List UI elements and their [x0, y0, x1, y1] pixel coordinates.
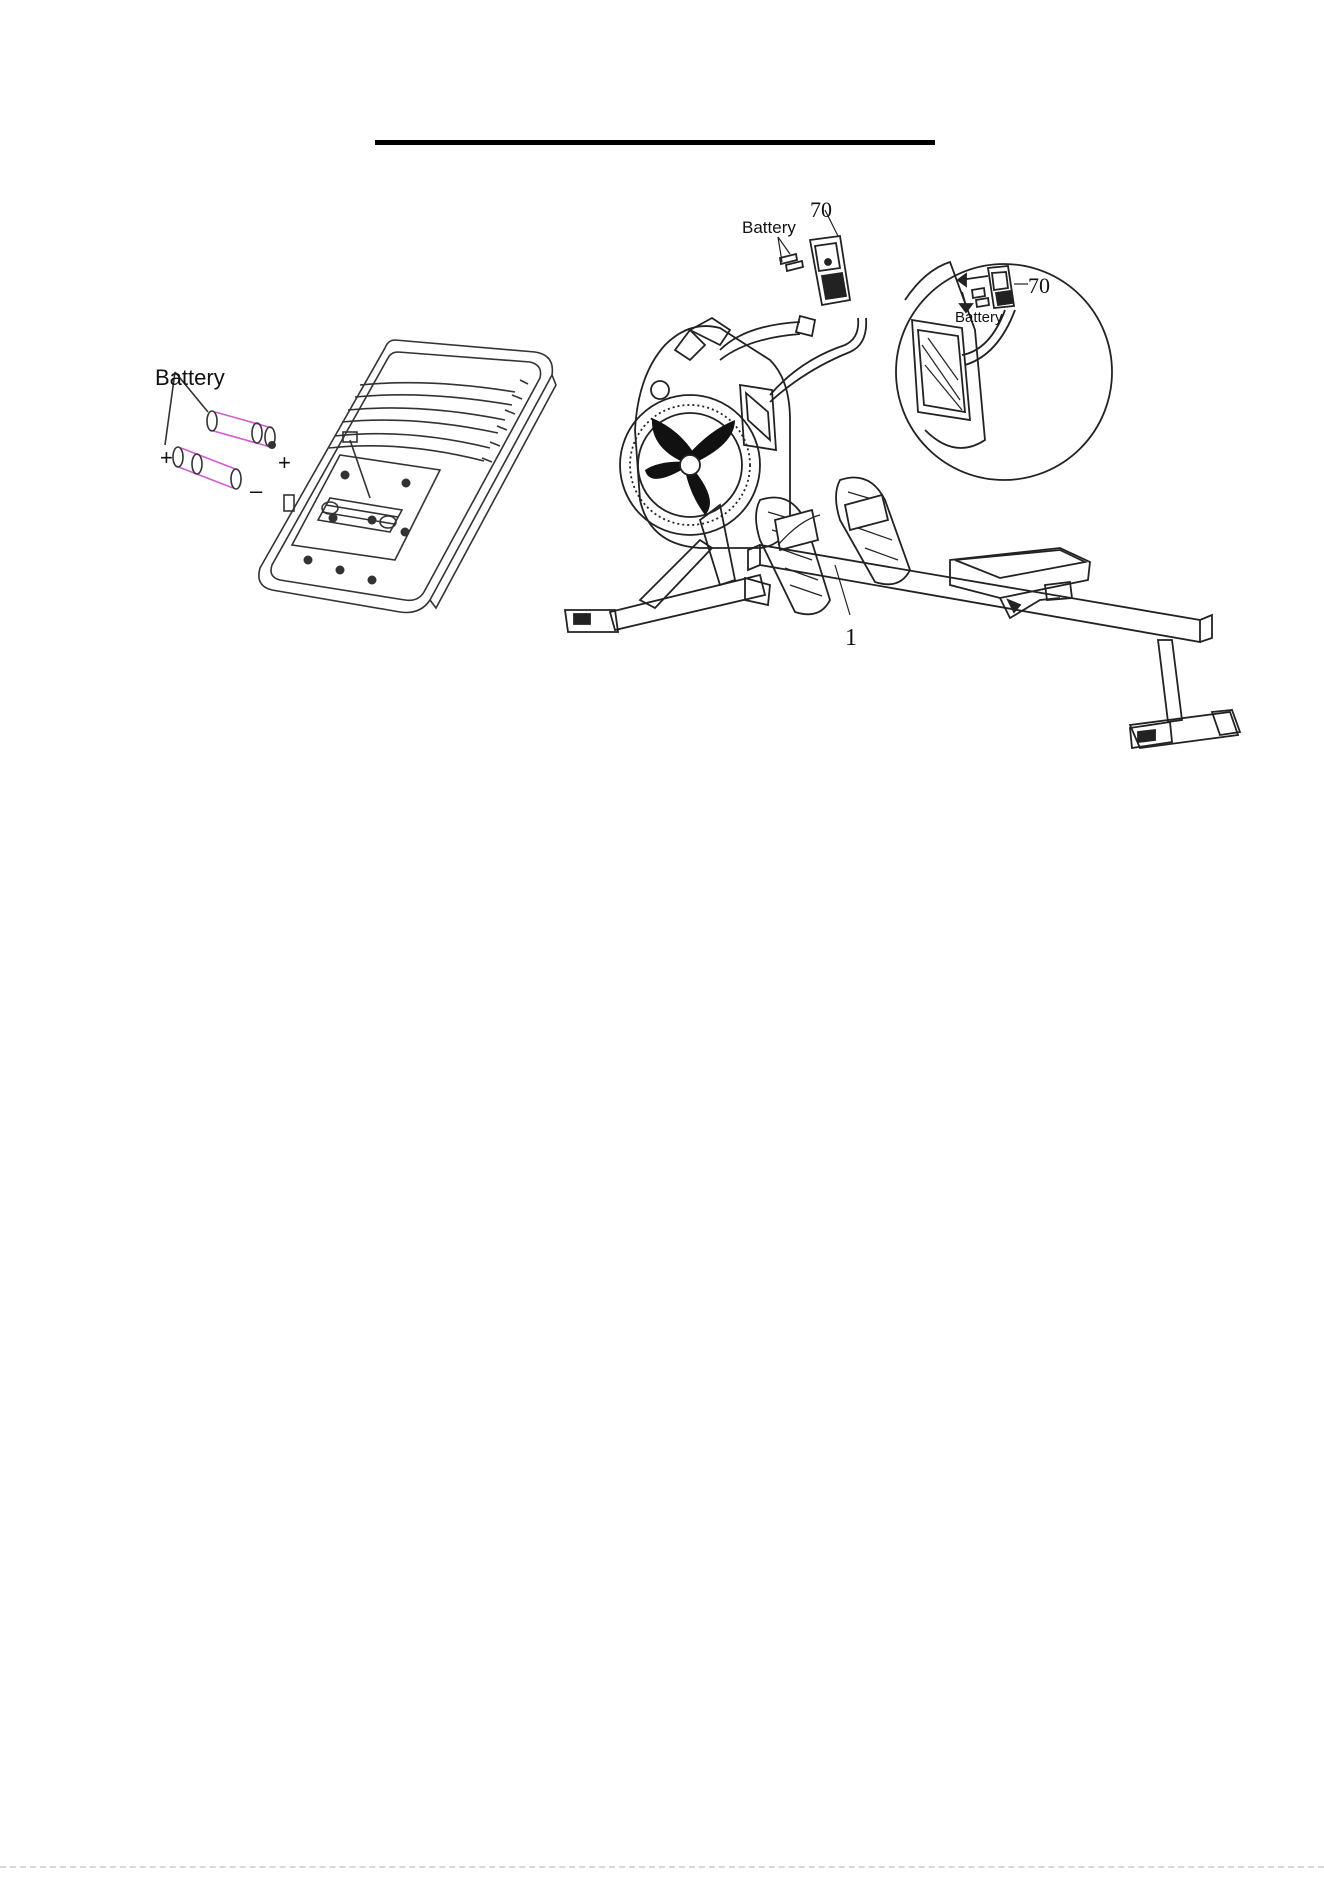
detail-arrowhead-left — [958, 274, 966, 286]
minus-sign-bottom: – — [250, 478, 263, 503]
front-leg-left — [640, 540, 712, 608]
front-foot-left-pad — [574, 614, 590, 624]
front-stabilizer-cap — [745, 578, 770, 605]
detail-part-number-console: 70 — [1028, 273, 1050, 298]
rowing-machine — [565, 210, 1240, 748]
detail-battery-2 — [976, 298, 989, 307]
console-rib-1b — [355, 395, 512, 405]
rear-foot-left-pad — [1138, 730, 1155, 742]
handlebar-arm-lower — [720, 334, 800, 360]
housing-knob — [651, 381, 669, 399]
main-rail-back-end — [1200, 615, 1212, 642]
frame-leader — [835, 565, 850, 615]
console-screen — [815, 243, 840, 271]
battery-label-right: Battery — [742, 218, 796, 237]
detail-console-screen — [992, 272, 1008, 290]
battery-label-left: Battery — [155, 365, 225, 390]
part-number-console: 70 — [810, 197, 832, 222]
battery-top — [207, 411, 276, 449]
console-housing-outer — [259, 340, 553, 613]
front-leg-right — [700, 505, 735, 585]
detail-inset — [896, 262, 1112, 480]
page-bottom-edge — [0, 1866, 1324, 1868]
rear-stabilizer — [1130, 712, 1238, 748]
compartment-pointer — [350, 440, 370, 498]
plus-sign-top: + — [278, 450, 291, 475]
console-cable-2 — [770, 318, 866, 402]
front-stabilizer — [610, 575, 765, 630]
side-tab — [284, 495, 294, 511]
seat — [950, 548, 1090, 598]
handlebar-grip-end — [796, 316, 815, 336]
console-housing-edge — [430, 375, 556, 608]
fan-hub — [680, 455, 700, 475]
console-back-figure — [259, 340, 556, 613]
console-rib-2b — [342, 420, 498, 433]
plus-sign-left: + — [160, 445, 173, 470]
seat-top — [955, 550, 1085, 578]
screw-holes — [304, 471, 411, 585]
console-rib-2 — [348, 408, 505, 420]
part-number-frame: 1 — [845, 625, 857, 651]
battery-bottom — [173, 447, 241, 489]
detail-console-buttons — [996, 291, 1012, 305]
side-window-inner — [746, 393, 770, 440]
detail-battery-1 — [972, 288, 985, 298]
rear-leg — [1158, 640, 1182, 722]
detail-battery-label: Battery — [955, 309, 1003, 326]
battery-compartment-plate — [292, 455, 440, 560]
header-rule — [375, 140, 935, 145]
console-button — [825, 259, 831, 265]
detail-window-inner — [918, 330, 965, 412]
detail-window-wires — [922, 338, 962, 410]
console-rib-1 — [360, 383, 515, 392]
console-buttons — [822, 273, 846, 299]
